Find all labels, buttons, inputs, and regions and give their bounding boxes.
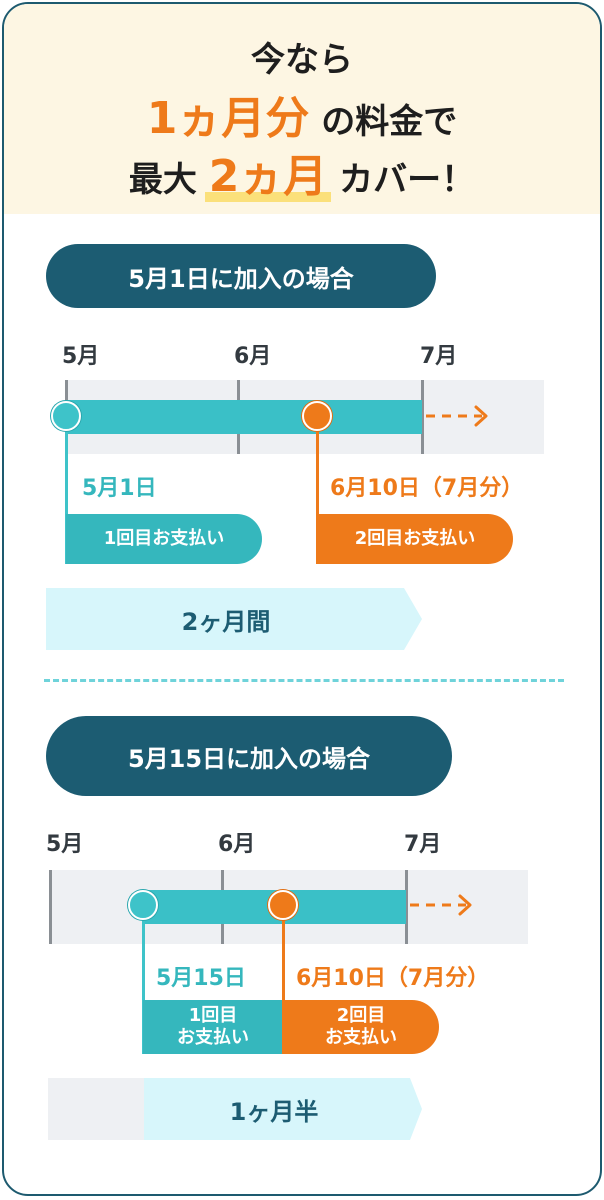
- case2-first-marker-line: [142, 906, 145, 1054]
- case2-month-july: 7月: [404, 832, 442, 857]
- case1-month-june: 6月: [234, 344, 272, 369]
- case2-second-date: 6月10日（7月分）: [296, 966, 490, 991]
- case2-month-june: 6月: [218, 832, 256, 857]
- case2-first-date: 5月15日: [156, 966, 246, 991]
- headline-line2: 1ヵ月分 の料金で: [4, 82, 600, 146]
- case2-second-payment-tag: 2回目 お支払い: [283, 1000, 439, 1054]
- case1-second-date: 6月10日（7月分）: [330, 476, 524, 501]
- case2-second-marker-line: [282, 906, 285, 1054]
- headline-line2-rest: の料金で: [321, 102, 458, 142]
- headline-line3-post: カバー！: [339, 160, 476, 200]
- headline-line1: 今なら: [251, 40, 353, 80]
- case1-second-marker-line: [316, 416, 319, 564]
- case2-first-marker-dot: [128, 890, 158, 920]
- case2-first-payment-tag: 1回目 お支払い: [143, 1000, 283, 1054]
- case2-second-marker-dot: [268, 890, 298, 920]
- case1-first-payment-tag: 1回目お支払い: [66, 514, 262, 564]
- case1-continue-arrow-icon: [426, 405, 488, 427]
- case1-title-pill: 5月1日に加入の場合: [46, 244, 436, 308]
- case1-month-may: 5月: [62, 344, 100, 369]
- case2-title-pill: 5月15日に加入の場合: [46, 716, 452, 796]
- case1-first-marker-dot: [51, 401, 81, 431]
- headline-highlight-1month: 1ヵ月分: [146, 93, 310, 144]
- headline-line3: 最大 2ヵ月 カバー！: [4, 140, 600, 204]
- section-divider: [44, 679, 564, 682]
- case2-first-payment-line1: 1回目: [188, 1004, 238, 1026]
- case2-second-payment-line1: 2回目: [336, 1004, 386, 1026]
- case2-month-may: 5月: [46, 832, 84, 857]
- case2-first-payment-line2: お支払い: [177, 1027, 249, 1048]
- case2-continue-arrow-icon: [410, 894, 472, 916]
- case2-tick-may: [49, 870, 52, 944]
- case1-month-july: 7月: [420, 344, 458, 369]
- case1-first-date: 5月1日: [82, 476, 157, 501]
- case1-first-marker-line: [65, 416, 68, 564]
- headline-highlight-2months: 2ヵ月: [204, 140, 331, 204]
- case1-period-label: 2ヶ月間: [181, 607, 271, 636]
- header-banner: 今なら 1ヵ月分 の料金で 最大 2ヵ月 カバー！: [4, 4, 600, 214]
- case2-second-payment-line2: お支払い: [325, 1027, 397, 1048]
- case1-second-payment-tag: 2回目お支払い: [317, 514, 513, 564]
- case1-period-shape: [46, 588, 422, 650]
- case2-period-label: 1ヶ月半: [229, 1097, 319, 1126]
- case2-uncovered-segment: [48, 1078, 144, 1140]
- case2-tick-july: [405, 870, 408, 944]
- case1-second-marker-dot: [302, 401, 332, 431]
- headline-line3-pre: 最大: [128, 160, 197, 200]
- case2-period-shape: [144, 1078, 422, 1140]
- case1-coverage-bar: [66, 400, 422, 434]
- case1-tick-july: [421, 380, 424, 454]
